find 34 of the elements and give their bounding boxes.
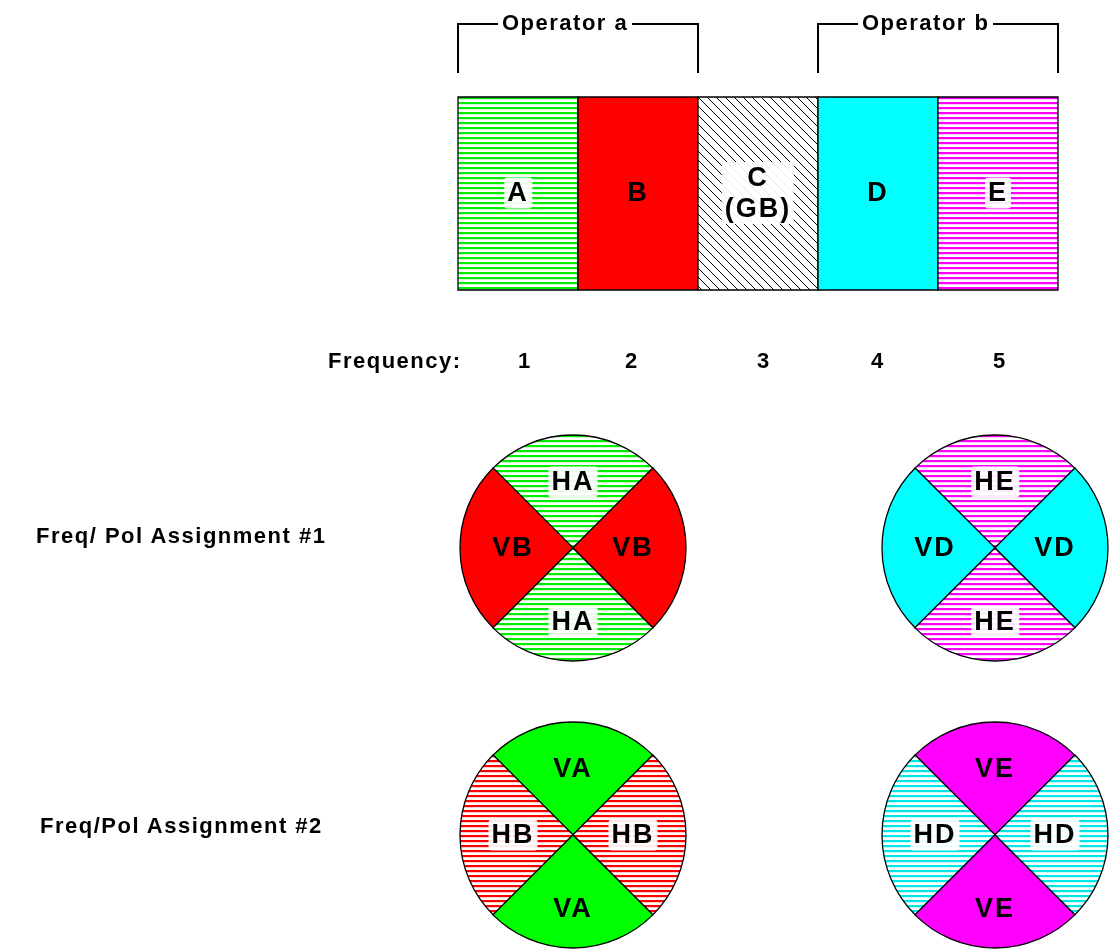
frequency-band <box>938 97 1058 290</box>
band-label: C (GB) <box>721 161 795 225</box>
sector-label: VB <box>612 532 654 564</box>
frequency-number: 2 <box>625 348 639 374</box>
sector-label: VB <box>492 532 534 564</box>
row-label: Freq/Pol Assignment #2 <box>40 813 323 839</box>
sector-label: VE <box>974 893 1015 925</box>
sector-label: HB <box>608 819 658 851</box>
sector-label: HD <box>910 819 960 851</box>
sector-label: HD <box>1030 819 1080 851</box>
frequency-band <box>578 97 698 290</box>
frequency-number: 5 <box>993 348 1007 374</box>
sector-label: HA <box>548 606 598 638</box>
frequency-band <box>698 97 818 290</box>
sector-label: HA <box>548 466 598 498</box>
band-label: E <box>985 177 1011 209</box>
sector-label: VA <box>553 753 593 785</box>
sector-label: VA <box>553 893 593 925</box>
frequency-band <box>458 97 578 290</box>
sector-label: HE <box>971 606 1019 638</box>
sector-label: VD <box>1034 532 1076 564</box>
frequency-number: 4 <box>871 348 885 374</box>
band-label: B <box>626 177 650 209</box>
frequency-number: 1 <box>518 348 532 374</box>
band-label: D <box>866 177 890 209</box>
band-label: A <box>504 177 532 209</box>
sector-label: VD <box>914 532 956 564</box>
frequency-number: 3 <box>757 348 771 374</box>
row-label: Freq/ Pol Assignment #1 <box>36 523 327 549</box>
frequency-band <box>818 97 938 290</box>
sector-label: HB <box>488 819 538 851</box>
axis-label: Frequency: <box>328 348 462 374</box>
sector-label: HE <box>971 466 1019 498</box>
sector-label: VE <box>974 753 1015 785</box>
